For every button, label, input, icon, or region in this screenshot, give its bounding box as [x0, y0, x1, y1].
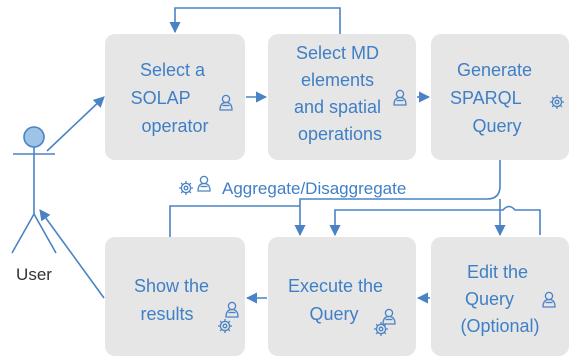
node-text-line: SPARQL	[450, 88, 522, 108]
node-generate-sparql-text: Generate SPARQL Query	[450, 60, 537, 136]
node-show-results[interactable]	[105, 237, 245, 356]
node-execute-query-text: Execute the Query	[288, 276, 388, 324]
node-execute-query[interactable]	[268, 237, 416, 356]
node-select-md[interactable]	[268, 34, 416, 160]
feedback-label: Aggregate/Disaggregate	[222, 179, 406, 198]
node-text-line: Query	[465, 289, 514, 309]
node-text-line: Select a	[140, 60, 206, 80]
edges	[39, 7, 541, 304]
node-edit-query-text: Edit the Query (Optional)	[460, 262, 539, 336]
node-text-line: Generate	[457, 60, 532, 80]
node-select-operator-text: Select a SOLAP operator	[131, 60, 210, 136]
node-text-line: operator	[141, 116, 208, 136]
node-show-results-text: Show the results	[134, 276, 214, 324]
node-text-line: Show the	[134, 276, 209, 296]
node-text-line: elements	[301, 70, 374, 90]
node-select-operator[interactable]	[105, 34, 245, 160]
user-actor-icon	[11, 126, 57, 254]
node-text-line: Edit the	[467, 262, 528, 282]
node-text-line: Query	[472, 116, 521, 136]
node-text-line: and spatial	[294, 97, 381, 117]
node-text-line: Select MD	[296, 43, 379, 63]
edge-loop-md-to-operator	[169, 7, 341, 34]
user-icon	[197, 175, 211, 192]
node-edit-query[interactable]	[431, 237, 569, 356]
edge-edit-to-execute-route	[329, 205, 541, 237]
actor-label: User	[16, 265, 52, 284]
edge-user-to-select-operator	[46, 96, 105, 152]
node-text-line: Execute the	[288, 276, 383, 296]
gear-icon	[178, 180, 194, 196]
edge-results-to-user	[39, 209, 105, 299]
node-select-md-text: Select MD elements and spatial operation…	[294, 43, 386, 144]
edge-aggregate-feedback	[169, 205, 300, 237]
node-text-line: (Optional)	[460, 316, 539, 336]
node-generate-sparql[interactable]	[431, 34, 569, 160]
node-text-line: results	[140, 304, 193, 324]
node-text-line: operations	[298, 124, 382, 144]
node-text-line: Query	[309, 304, 358, 324]
edge-generate-to-execute	[294, 160, 501, 237]
node-text-line: SOLAP	[131, 88, 191, 108]
